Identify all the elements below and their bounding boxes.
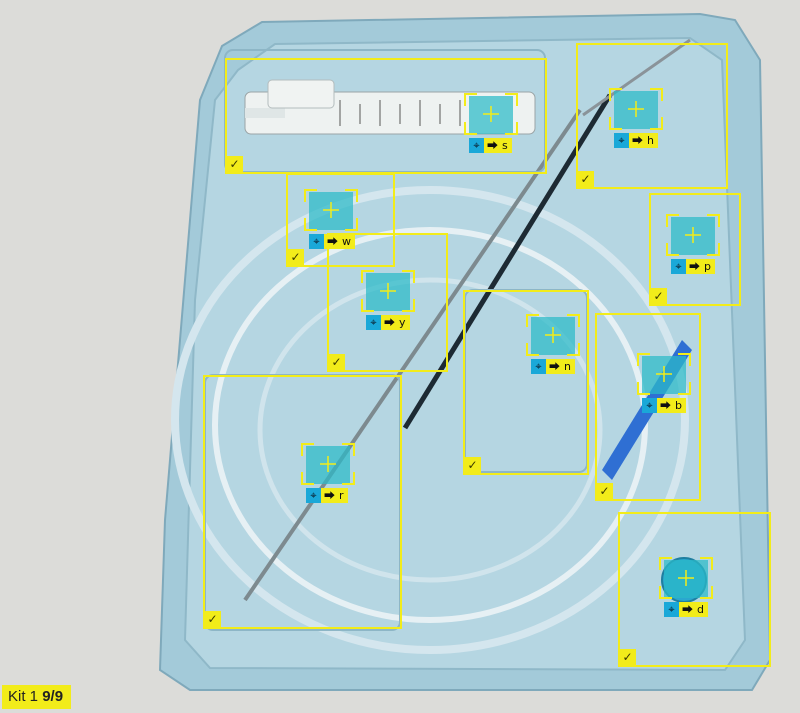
marker-label-s: ⌖ ⮕ s — [469, 138, 512, 153]
marker-s[interactable]: ⌖ ⮕ s — [463, 92, 519, 153]
next-icon: ⮕ — [682, 603, 693, 616]
check-icon: ✓ — [287, 249, 304, 266]
locate-icon: ⌖ — [531, 359, 546, 374]
marker-label-w: ⌖ ⮕ w — [309, 234, 355, 249]
check-icon: ✓ — [650, 288, 667, 305]
marker-letter: b — [675, 399, 682, 412]
wire-right — [582, 38, 691, 117]
marker-n[interactable]: ⌖ ⮕ n — [525, 313, 581, 374]
detection-box-n[interactable]: ✓ — [463, 290, 589, 475]
next-icon: ⮕ — [660, 399, 671, 412]
next-icon: ⮕ — [324, 489, 335, 502]
crosshair-icon — [464, 93, 518, 135]
locate-icon: ⌖ — [642, 398, 657, 413]
crosshair-icon — [637, 353, 691, 395]
needle-long — [243, 108, 582, 602]
detection-box-b[interactable]: ✓ — [595, 313, 701, 501]
kit-counter: Kit 1 9/9 — [2, 685, 72, 709]
marker-label-n: ⌖ ⮕ n — [531, 359, 575, 374]
locate-icon: ⌖ — [614, 133, 629, 148]
marker-letter: d — [697, 603, 704, 616]
locate-icon: ⌖ — [664, 602, 679, 617]
locate-icon: ⌖ — [671, 259, 686, 274]
check-icon: ✓ — [328, 354, 345, 371]
marker-b[interactable]: ⌖ ⮕ b — [636, 352, 692, 413]
next-icon: ⮕ — [384, 316, 395, 329]
check-icon: ✓ — [464, 457, 481, 474]
dilator-dark — [402, 93, 613, 430]
marker-letter: p — [704, 260, 711, 273]
crosshair-icon — [526, 314, 580, 356]
marker-label-d: ⌖ ⮕ d — [664, 602, 708, 617]
locate-icon: ⌖ — [309, 234, 324, 249]
detection-box-d[interactable]: ✓ — [618, 512, 771, 667]
marker-letter: s — [502, 139, 508, 152]
marker-d[interactable]: ⌖ ⮕ d — [658, 556, 714, 617]
detection-box-h[interactable]: ✓ — [576, 43, 728, 189]
marker-label-y: ⌖ ⮕ y — [366, 315, 410, 330]
marker-label-h: ⌖ ⮕ h — [614, 133, 658, 148]
next-icon: ⮕ — [327, 235, 338, 248]
marker-p[interactable]: ⌖ ⮕ p — [665, 213, 721, 274]
marker-label-b: ⌖ ⮕ b — [642, 398, 686, 413]
locate-icon: ⌖ — [306, 488, 321, 503]
check-icon: ✓ — [226, 156, 243, 173]
crosshair-icon — [609, 88, 663, 130]
crosshair-icon — [361, 270, 415, 312]
locate-icon: ⌖ — [366, 315, 381, 330]
next-icon: ⮕ — [549, 360, 560, 373]
marker-letter: y — [399, 316, 406, 329]
detection-box-y[interactable]: ✓ — [327, 233, 448, 372]
check-icon: ✓ — [204, 611, 221, 628]
detection-box-p[interactable]: ✓ — [649, 193, 741, 306]
check-icon: ✓ — [619, 649, 636, 666]
next-icon: ⮕ — [689, 260, 700, 273]
marker-letter: n — [564, 360, 571, 373]
tube-coil-outer — [171, 186, 689, 654]
detection-box-w[interactable]: ✓ — [286, 173, 395, 267]
crosshair-icon — [666, 214, 720, 256]
marker-label-r: ⌖ ⮕ r — [306, 488, 348, 503]
crosshair-icon — [304, 189, 358, 231]
marker-letter: h — [647, 134, 654, 147]
marker-h[interactable]: ⌖ ⮕ h — [608, 87, 664, 148]
crosshair-icon — [301, 443, 355, 485]
kit-progress: 9/9 — [42, 688, 64, 705]
check-icon: ✓ — [577, 171, 594, 188]
crosshair-icon — [659, 557, 713, 599]
next-icon: ⮕ — [487, 139, 498, 152]
syringe — [244, 79, 536, 135]
marker-w[interactable]: ⌖ ⮕ w — [303, 188, 359, 249]
locate-icon: ⌖ — [469, 138, 484, 153]
marker-label-p: ⌖ ⮕ p — [671, 259, 715, 274]
marker-letter: w — [342, 235, 351, 248]
check-icon: ✓ — [596, 483, 613, 500]
marker-r[interactable]: ⌖ ⮕ r — [300, 442, 356, 503]
marker-y[interactable]: ⌖ ⮕ y — [360, 269, 416, 330]
kit-name: Kit 1 — [8, 688, 39, 705]
detection-box-r[interactable]: ✓ — [203, 375, 402, 629]
tube-coil-inner — [257, 277, 603, 583]
next-icon: ⮕ — [632, 134, 643, 147]
marker-letter: r — [339, 489, 344, 502]
